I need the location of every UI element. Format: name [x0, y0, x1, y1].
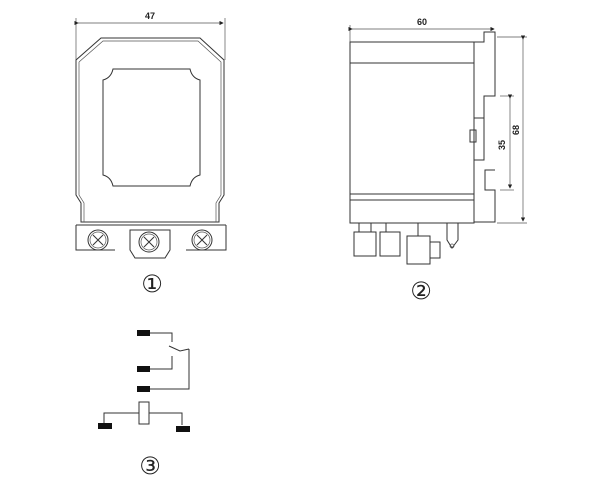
side-terminals [353, 223, 459, 265]
front-view: 47 ① [74, 11, 227, 298]
side-view: 60 35 68 ② [348, 17, 527, 305]
rail-dimension: 35 [497, 140, 507, 150]
terminal-pad [137, 386, 150, 392]
din-clip [473, 31, 496, 223]
relay-coil [138, 401, 150, 425]
depth-dimension: 60 [417, 17, 427, 27]
terminal-screw [191, 229, 213, 251]
view-label-1: ① [141, 270, 163, 298]
width-dimension: 47 [145, 11, 155, 21]
relay-body-side [349, 41, 475, 224]
height-dimension: 68 [511, 125, 521, 135]
terminal-pad [137, 366, 150, 372]
circuit-schematic: ③ [98, 330, 190, 480]
coil-pad [176, 426, 190, 432]
coil-pad [98, 423, 112, 429]
front-window [102, 68, 201, 187]
relay-body-outline [75, 37, 225, 223]
terminal-screw [138, 231, 160, 253]
terminal-pad [137, 330, 150, 336]
view-label-3: ③ [139, 452, 161, 480]
view-label-2: ② [410, 277, 432, 305]
switch-contact [150, 332, 190, 390]
terminal-screw [87, 229, 109, 251]
